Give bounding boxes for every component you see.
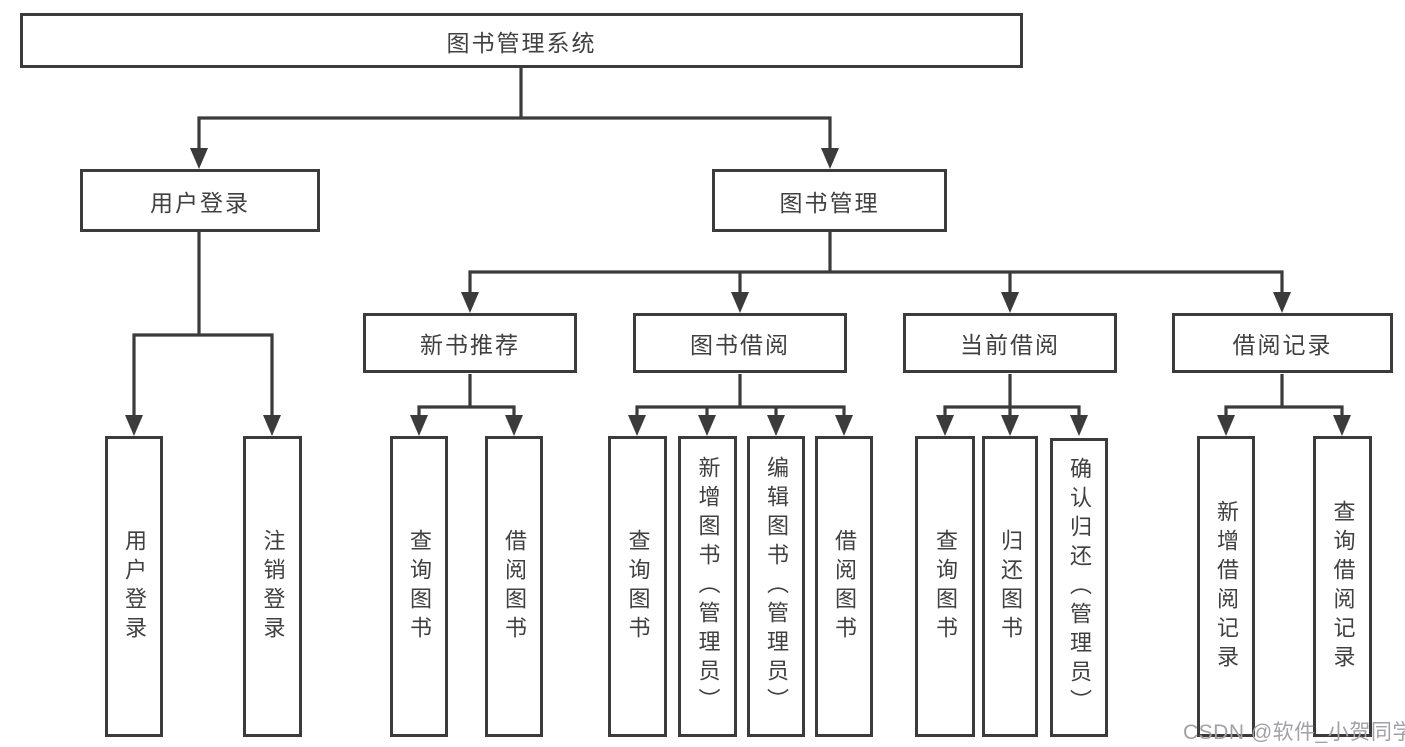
leaf-logout-label: 注销登录 — [260, 528, 286, 645]
leaf-return-books: 归还图书 — [982, 436, 1038, 737]
leaf-add-books-admin: 新增图书（管理员） — [678, 436, 737, 737]
leaf-logout: 注销登录 — [243, 436, 302, 737]
node-book-borrow: 图书借阅 — [633, 313, 847, 373]
leaf-borrow-books-recommend-label: 借阅图书 — [502, 528, 527, 645]
node-user-login-label: 用户登录 — [150, 189, 250, 216]
node-borrow-records: 借阅记录 — [1172, 313, 1393, 373]
node-book-management-label: 图书管理 — [779, 189, 880, 216]
node-borrow-records-label: 借阅记录 — [1232, 332, 1333, 358]
leaf-query-borrow-record: 查询借阅记录 — [1313, 436, 1372, 737]
leaf-borrow-books-recommend: 借阅图书 — [485, 436, 543, 737]
node-current-borrow: 当前借阅 — [903, 313, 1117, 373]
leaf-borrow-books-label: 借阅图书 — [832, 528, 857, 645]
leaf-confirm-return-admin: 确认归还（管理员） — [1050, 438, 1108, 737]
leaf-add-borrow-record: 新增借阅记录 — [1197, 436, 1255, 737]
leaf-query-borrow-record-label: 查询借阅记录 — [1330, 499, 1356, 674]
node-user-login: 用户登录 — [80, 169, 320, 232]
leaf-query-books-recommend: 查询图书 — [390, 436, 448, 737]
arrowheads — [125, 148, 1351, 436]
leaf-edit-books-admin-label: 编辑图书（管理员） — [764, 456, 789, 717]
node-new-book-recommend: 新书推荐 — [363, 313, 577, 373]
leaf-add-borrow-record-label: 新增借阅记录 — [1214, 499, 1239, 674]
leaf-user-login: 用户登录 — [105, 436, 163, 737]
node-root: 图书管理系统 — [20, 13, 1023, 68]
leaf-query-books-borrow: 查询图书 — [608, 436, 667, 737]
csdn-watermark: CSDN @软件_小贺同学 — [1183, 721, 1405, 744]
node-current-borrow-label: 当前借阅 — [960, 332, 1060, 358]
node-root-label: 图书管理系统 — [446, 29, 597, 56]
leaf-add-books-admin-label: 新增图书（管理员） — [695, 456, 721, 717]
leaf-query-books-current: 查询图书 — [915, 436, 975, 737]
leaf-query-books-current-label: 查询图书 — [933, 528, 958, 645]
node-book-management: 图书管理 — [712, 169, 947, 232]
leaf-query-books-borrow-label: 查询图书 — [625, 528, 651, 645]
leaf-edit-books-admin: 编辑图书（管理员） — [747, 436, 805, 737]
leaf-confirm-return-admin-label: 确认归还（管理员） — [1067, 457, 1092, 718]
leaf-user-login-label: 用户登录 — [122, 528, 147, 645]
leaf-borrow-books: 借阅图书 — [815, 436, 873, 737]
leaf-return-books-label: 归还图书 — [998, 528, 1023, 645]
node-book-borrow-label: 图书借阅 — [690, 332, 790, 358]
node-new-book-recommend-label: 新书推荐 — [420, 332, 520, 358]
leaf-query-books-recommend-label: 查询图书 — [407, 528, 432, 645]
